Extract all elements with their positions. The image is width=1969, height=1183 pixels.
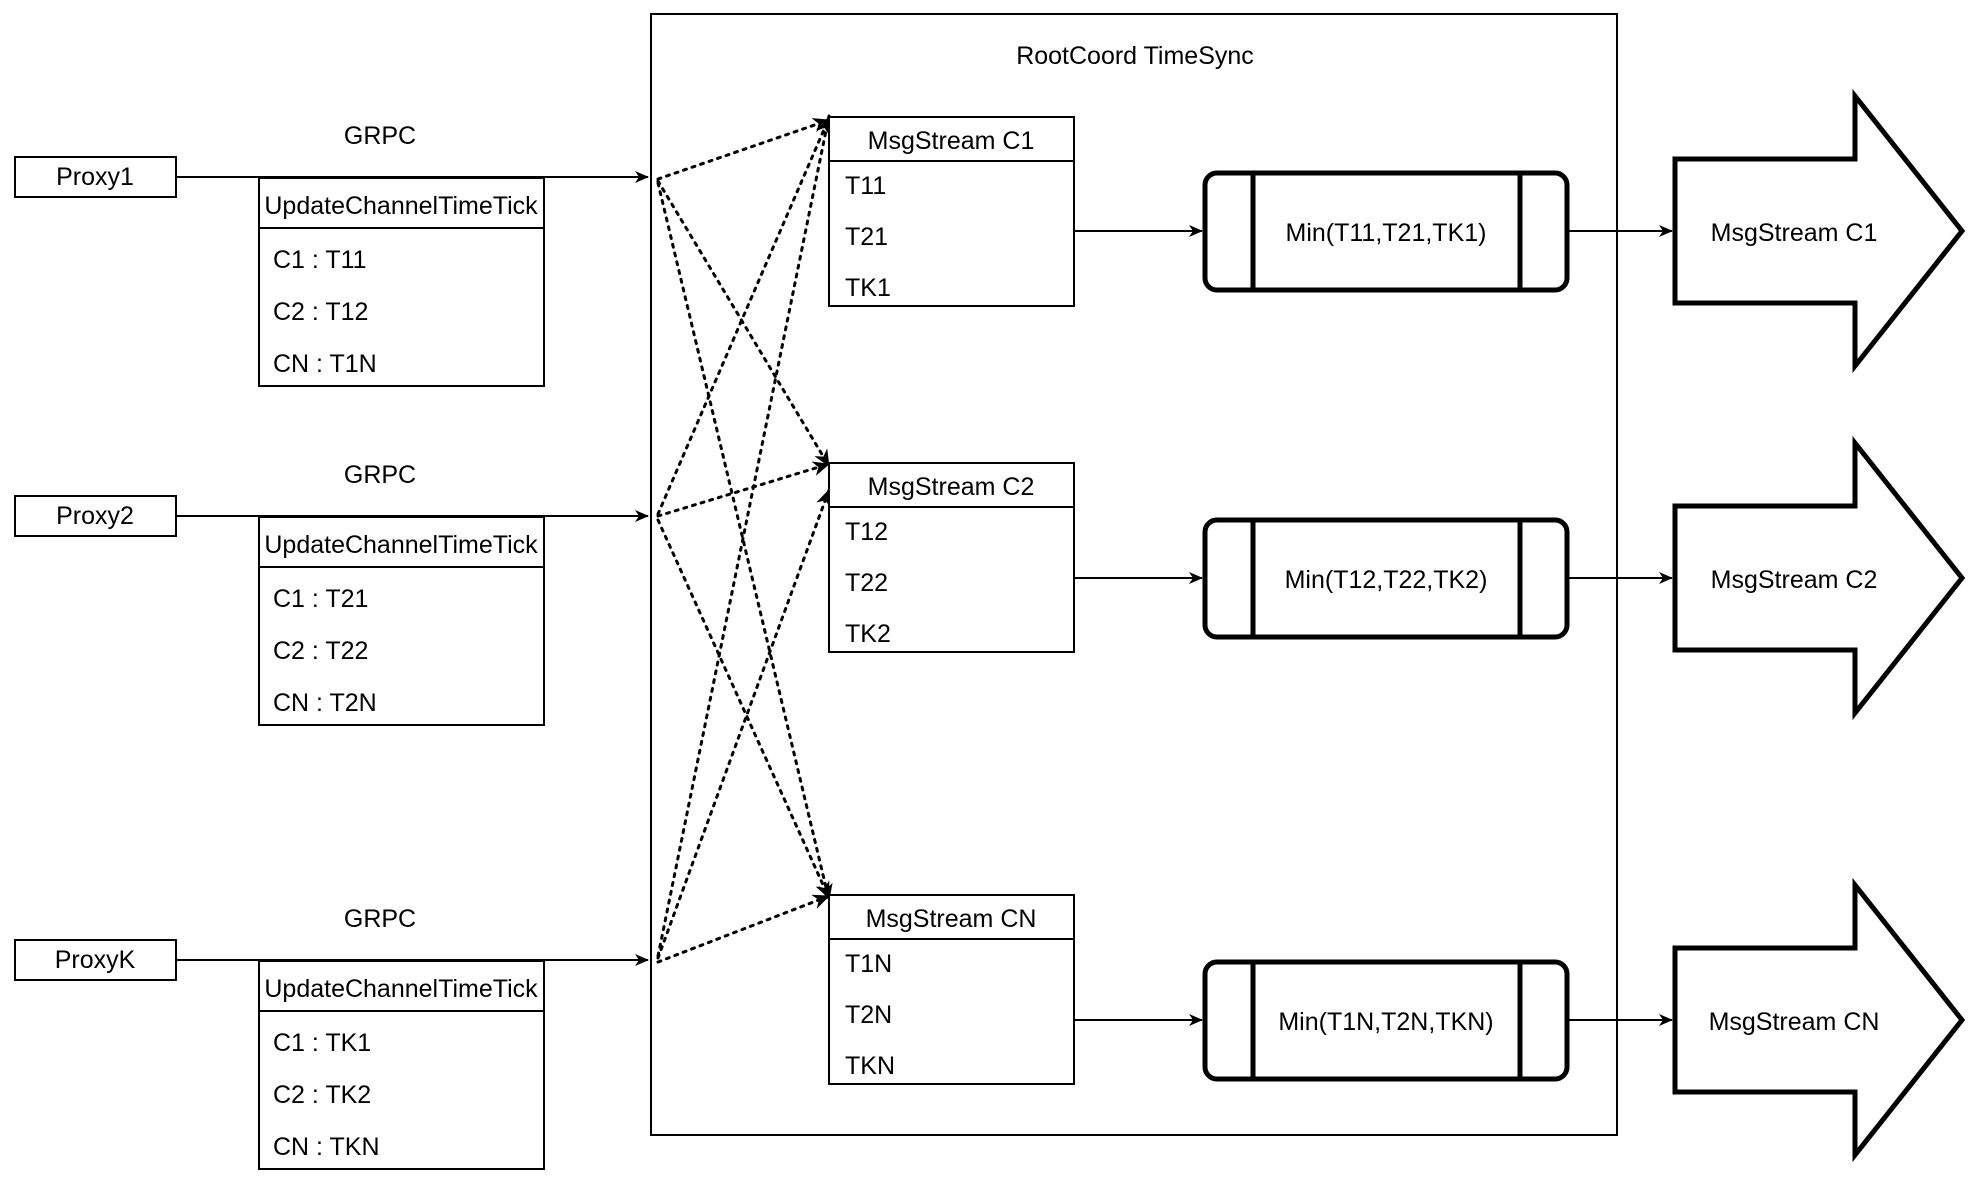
fanout-p2-cn: [656, 518, 831, 900]
output-arrow-c2[interactable]: MsgStream C2: [1672, 435, 1966, 721]
min-process-cn[interactable]: Min(T1N,T2N,TKN): [1202, 959, 1570, 1082]
msgstream-tick: T2N: [845, 1001, 892, 1029]
fanout-p2-c1: [656, 116, 831, 516]
timetick-entry: C2 : T22: [273, 637, 368, 665]
msgstream-tick: T12: [845, 518, 888, 546]
timetick-entry: C1 : T21: [273, 585, 368, 613]
msgstream-tick: TK2: [845, 620, 891, 648]
grpc-label-proxy1: GRPC: [344, 122, 416, 150]
fanout-pk-cn: [656, 894, 831, 964]
timetick-table-header-proxy2: UpdateChannelTimeTick: [264, 531, 538, 559]
min-process-c1[interactable]: Min(T11,T21,TK1): [1202, 170, 1570, 293]
grpc-label-proxy2: GRPC: [344, 461, 416, 489]
proxy-box-proxy2[interactable]: Proxy2: [14, 495, 177, 537]
timetick-entry: C1 : T11: [273, 246, 367, 274]
msgstream-tick: T1N: [845, 950, 892, 978]
proxy-box-proxy1[interactable]: Proxy1: [14, 156, 177, 198]
fanout-pk-c1: [656, 114, 834, 958]
msgstream-title-c1: MsgStream C1: [868, 127, 1035, 155]
min-label-c2: Min(T12,T22,TK2): [1285, 566, 1488, 594]
fanout-p2-c2: [656, 461, 831, 518]
timetick-table-proxy1[interactable]: UpdateChannelTimeTick C1 : T11 C2 : T12 …: [258, 177, 545, 387]
min-to-output-connectors: [1567, 225, 1673, 1026]
output-arrow-cn[interactable]: MsgStream CN: [1672, 877, 1966, 1163]
msgstream-tick: TKN: [845, 1052, 895, 1080]
proxy-label-proxy2: Proxy2: [56, 502, 134, 530]
timetick-table-header-proxyk: UpdateChannelTimeTick: [264, 975, 538, 1003]
msgstream-tick: TK1: [845, 274, 891, 302]
fanout-p1-c1: [656, 118, 831, 181]
rootcoord-container-title: RootCoord TimeSync: [1016, 42, 1254, 70]
timetick-entry: C2 : T12: [273, 298, 368, 326]
timetick-table-proxy2[interactable]: UpdateChannelTimeTick C1 : T21 C2 : T22 …: [258, 516, 545, 726]
msgstream-title-c2: MsgStream C2: [868, 473, 1035, 501]
msgstream-tick: T22: [845, 569, 888, 597]
timetick-entry: CN : T1N: [273, 350, 377, 378]
output-label-c1: MsgStream C1: [1711, 219, 1878, 247]
msgstream-box-c2[interactable]: MsgStream C2 T12 T22 TK2: [828, 462, 1075, 653]
msgstream-tick: T11: [845, 172, 886, 200]
output-label-c2: MsgStream C2: [1711, 566, 1878, 594]
msgstream-box-c1[interactable]: MsgStream C1 T11 T21 TK1: [828, 116, 1075, 307]
timetick-entry: C2 : TK2: [273, 1081, 371, 1109]
proxy-label-proxy1: Proxy1: [56, 163, 134, 191]
timetick-table-proxyk[interactable]: UpdateChannelTimeTick C1 : TK1 C2 : TK2 …: [258, 960, 545, 1170]
proxy-box-proxyk[interactable]: ProxyK: [14, 939, 177, 981]
msgstream-tick: T21: [845, 223, 888, 251]
fanout-p1-c2: [656, 179, 831, 468]
timetick-entry: CN : T2N: [273, 689, 377, 717]
output-arrow-c1[interactable]: MsgStream C1: [1672, 88, 1966, 374]
msgstream-box-cn[interactable]: MsgStream CN T1N T2N TKN: [828, 894, 1075, 1085]
grpc-label-proxyk: GRPC: [344, 905, 416, 933]
proxy-label-proxyk: ProxyK: [55, 946, 136, 974]
rootcoord-container: RootCoord TimeSync: [650, 13, 1618, 1136]
msgstream-title-cn: MsgStream CN: [866, 905, 1037, 933]
min-label-c1: Min(T11,T21,TK1): [1286, 219, 1487, 247]
timetick-entry: CN : TKN: [273, 1133, 380, 1161]
timetick-fanout-connectors: [656, 114, 834, 964]
timetick-entry: C1 : TK1: [273, 1029, 371, 1057]
timetick-table-header-proxy1: UpdateChannelTimeTick: [264, 192, 538, 220]
min-process-c2[interactable]: Min(T12,T22,TK2): [1202, 517, 1570, 640]
min-label-cn: Min(T1N,T2N,TKN): [1278, 1008, 1493, 1036]
msgstream-to-min-connectors: [1074, 225, 1203, 1026]
fanout-pk-c2: [656, 488, 831, 960]
output-label-cn: MsgStream CN: [1709, 1008, 1880, 1036]
